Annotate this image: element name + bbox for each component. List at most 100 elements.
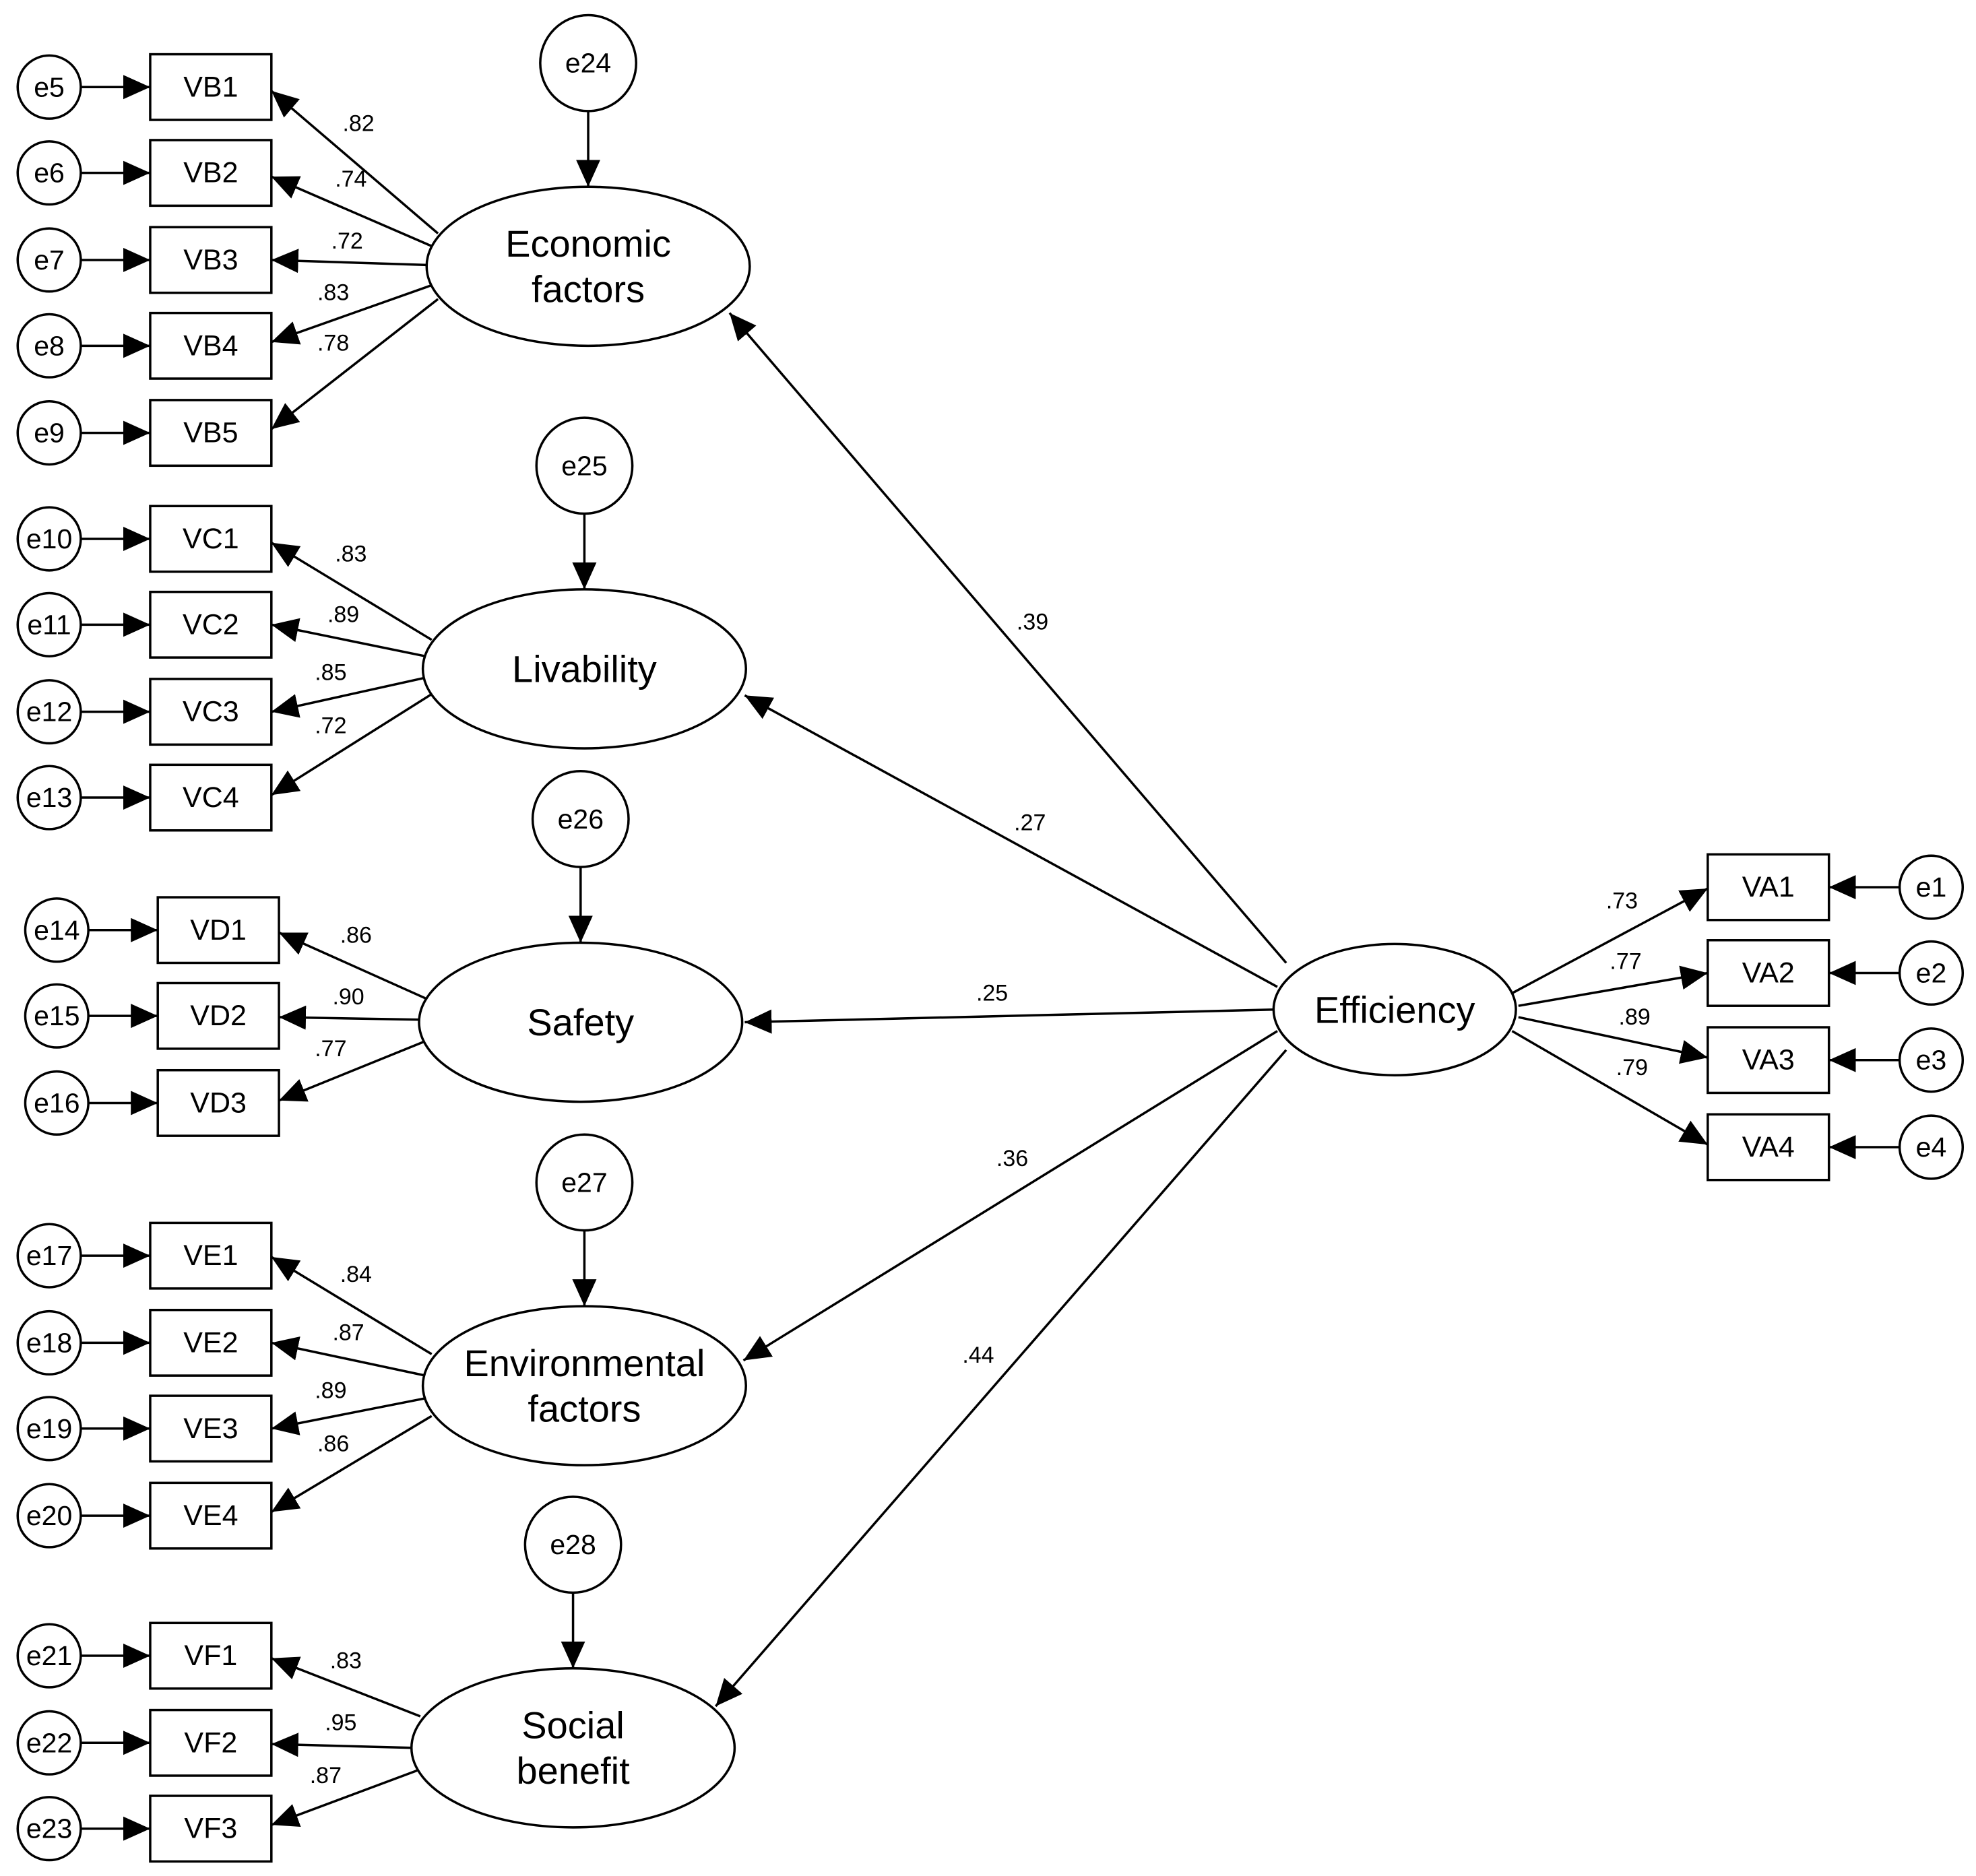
error-label: e16 bbox=[34, 1087, 79, 1118]
indicator-label: VD1 bbox=[190, 914, 247, 946]
error-e10: e10 bbox=[16, 506, 82, 572]
loading-coefficient: .78 bbox=[317, 331, 349, 356]
indicator-box bbox=[149, 1621, 273, 1690]
indicator-label: VA2 bbox=[1742, 957, 1795, 989]
error-circle bbox=[16, 1223, 82, 1289]
path-arrow-f-b bbox=[728, 312, 1287, 964]
loading-coefficient: .83 bbox=[335, 541, 366, 567]
error-e14: e14 bbox=[24, 897, 90, 963]
loading-arrow-vb1 bbox=[270, 90, 439, 234]
loading-arrow-vc2 bbox=[271, 618, 426, 657]
latent-ellipse bbox=[410, 1667, 736, 1829]
error-circle bbox=[16, 140, 82, 206]
disturbance-label: e24 bbox=[565, 48, 611, 79]
indicator-label: VA1 bbox=[1742, 871, 1795, 903]
latent-label: Social bbox=[521, 1704, 625, 1747]
error-e8: e8 bbox=[16, 313, 82, 379]
indicator-label: VD2 bbox=[190, 1000, 247, 1032]
latent-ellipse bbox=[421, 1305, 747, 1466]
indicator-box bbox=[149, 53, 273, 121]
error-label: e19 bbox=[26, 1413, 72, 1444]
disturbance-label: e26 bbox=[558, 804, 604, 835]
latent-label: Environmental bbox=[464, 1342, 705, 1384]
indicator-va1: VA1 bbox=[1707, 853, 1830, 921]
indicator-vf3: VF3 bbox=[149, 1794, 273, 1863]
error-label: e6 bbox=[34, 158, 65, 189]
indicator-label: VC2 bbox=[183, 608, 239, 641]
indicator-box bbox=[1707, 1026, 1830, 1095]
error-label: e5 bbox=[34, 71, 65, 102]
latent-ellipse bbox=[425, 185, 751, 348]
error-circle bbox=[16, 679, 82, 745]
error-circle bbox=[16, 227, 82, 293]
indicator-ve4: VE4 bbox=[149, 1481, 273, 1550]
error-label: e18 bbox=[26, 1327, 72, 1358]
loading-coefficient: .74 bbox=[335, 166, 366, 192]
error-label: e1 bbox=[1916, 872, 1947, 903]
indicator-box bbox=[149, 1708, 273, 1777]
loading-arrow-ve2 bbox=[271, 1336, 426, 1377]
disturbance-circle bbox=[539, 13, 637, 112]
loading-arrow-vb2 bbox=[271, 175, 433, 247]
loading-coefficient: .84 bbox=[340, 1262, 372, 1287]
error-circle bbox=[16, 1623, 82, 1689]
latent-label: factors bbox=[532, 268, 645, 311]
loading-arrow-ve4 bbox=[270, 1415, 433, 1513]
error-e18: e18 bbox=[16, 1309, 82, 1376]
loading-coefficient: .89 bbox=[327, 602, 359, 627]
disturbance-label: e27 bbox=[561, 1167, 607, 1198]
indicator-label: VF2 bbox=[184, 1726, 237, 1759]
error-circle bbox=[16, 54, 82, 120]
error-label: e17 bbox=[26, 1240, 72, 1271]
error-e2: e2 bbox=[1898, 940, 1965, 1006]
loading-arrow-va2 bbox=[1518, 965, 1709, 1007]
error-circle bbox=[16, 313, 82, 379]
path-arrow-f-c bbox=[744, 694, 1278, 988]
error-e9: e9 bbox=[16, 400, 82, 466]
path-coefficient: .44 bbox=[962, 1343, 994, 1368]
loading-arrow-vf2 bbox=[271, 1733, 413, 1757]
error-circle bbox=[16, 400, 82, 466]
error-e11: e11 bbox=[16, 591, 82, 657]
error-e7: e7 bbox=[16, 227, 82, 293]
error-circle bbox=[16, 765, 82, 831]
error-e4: e4 bbox=[1898, 1114, 1965, 1180]
indicator-vc3: VC3 bbox=[149, 678, 273, 746]
indicator-label: VB2 bbox=[183, 157, 238, 189]
error-e6: e6 bbox=[16, 140, 82, 206]
error-e23: e23 bbox=[16, 1796, 82, 1862]
error-label: e15 bbox=[34, 1000, 79, 1031]
indicator-box bbox=[149, 763, 273, 832]
coefficients-layer: .39.27.25.36.44.82.74.72.83.78.83.89.85.… bbox=[310, 111, 1651, 1788]
indicator-box bbox=[149, 1481, 273, 1550]
indicator-ve2: VE2 bbox=[149, 1308, 273, 1377]
indicator-label: VE1 bbox=[183, 1239, 238, 1272]
disturbance-circle bbox=[531, 769, 630, 868]
indicator-vc4: VC4 bbox=[149, 763, 273, 832]
error-label: e20 bbox=[26, 1500, 72, 1531]
disturbance-e28: e28 bbox=[523, 1495, 623, 1594]
error-label: e12 bbox=[26, 697, 72, 727]
indicator-label: VC1 bbox=[183, 523, 239, 555]
loading-arrow-vd1 bbox=[278, 931, 426, 1000]
error-circle bbox=[16, 1710, 82, 1776]
disturbance-e27: e27 bbox=[535, 1133, 634, 1232]
loading-coefficient: .89 bbox=[1619, 1004, 1651, 1030]
error-e17: e17 bbox=[16, 1223, 82, 1289]
indicator-vd1: VD1 bbox=[156, 896, 280, 965]
indicator-box bbox=[149, 1221, 273, 1290]
loading-coefficient: .83 bbox=[317, 280, 349, 306]
indicator-label: VF1 bbox=[184, 1640, 237, 1672]
error-label: e13 bbox=[26, 782, 72, 813]
indicator-ve3: VE3 bbox=[149, 1394, 273, 1463]
error-label: e23 bbox=[26, 1813, 72, 1844]
indicator-vb3: VB3 bbox=[149, 226, 273, 294]
indicator-box bbox=[149, 1308, 273, 1377]
loading-coefficient: .86 bbox=[317, 1431, 349, 1456]
error-label: e21 bbox=[26, 1640, 72, 1671]
indicator-label: VF3 bbox=[184, 1813, 237, 1845]
indicator-label: VB3 bbox=[183, 244, 238, 276]
indicator-vc2: VC2 bbox=[149, 590, 273, 659]
